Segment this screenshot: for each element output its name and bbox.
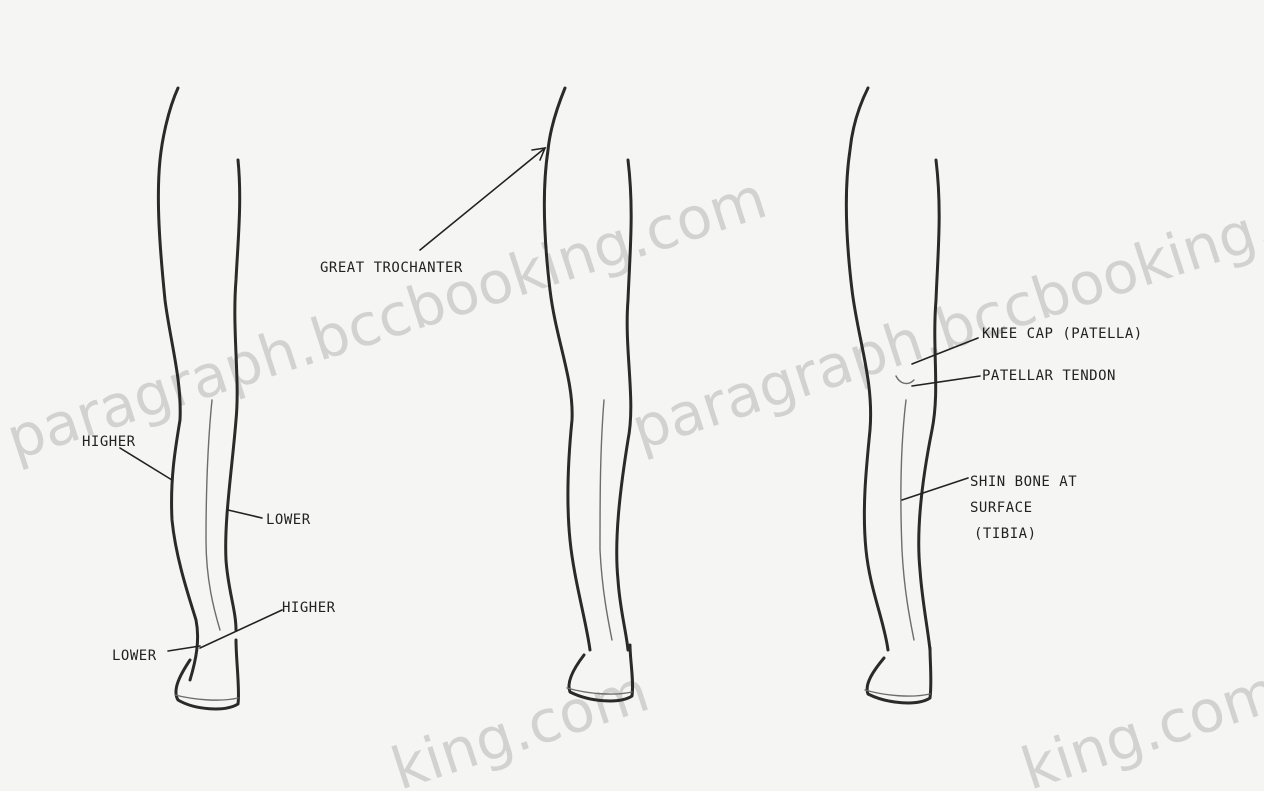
label-lower-ankle: LOWER [112,648,157,664]
pointer-higher-top [120,448,172,480]
pointer-shin-bone [902,478,968,500]
leg1-inner-shading [206,400,220,630]
leg3-inner-shading [901,400,914,640]
watermark-bottom-right: king.com [1013,657,1264,791]
label-higher-top: HIGHER [82,434,136,450]
pointer-trochanter [420,148,545,250]
pointer-patellar-tendon [912,376,980,386]
label-kneecap: KNEE CAP (PATELLA) [982,326,1143,342]
leg1-heel-line [175,695,238,700]
leg3-heel-line [865,690,930,696]
leg2-inner-shading [600,400,612,640]
leg-figure-2: GREAT TROCHANTER [320,88,633,701]
label-lower-mid: LOWER [266,512,311,528]
label-higher-ankle: HIGHER [282,600,336,616]
label-shin-bone-line3: (TIBIA) [974,526,1037,542]
pointer-lower-mid [228,510,262,518]
watermark-bottom-mid: king.com [383,657,657,791]
leg3-inner-contour [919,160,939,650]
leg-figure-3: KNEE CAP (PATELLA) PATELLAR TENDON SHIN … [846,88,1142,703]
leg1-foot [176,640,239,709]
pointer-higher-ankle [200,610,282,648]
label-shin-bone-line2: SURFACE [970,500,1033,516]
leg2-outer-contour [544,88,590,650]
leg3-foot [867,648,931,703]
label-shin-bone-line1: SHIN BONE AT [970,474,1077,490]
label-great-trochanter: GREAT TROCHANTER [320,260,463,276]
label-patellar-tendon: PATELLAR TENDON [982,368,1116,384]
